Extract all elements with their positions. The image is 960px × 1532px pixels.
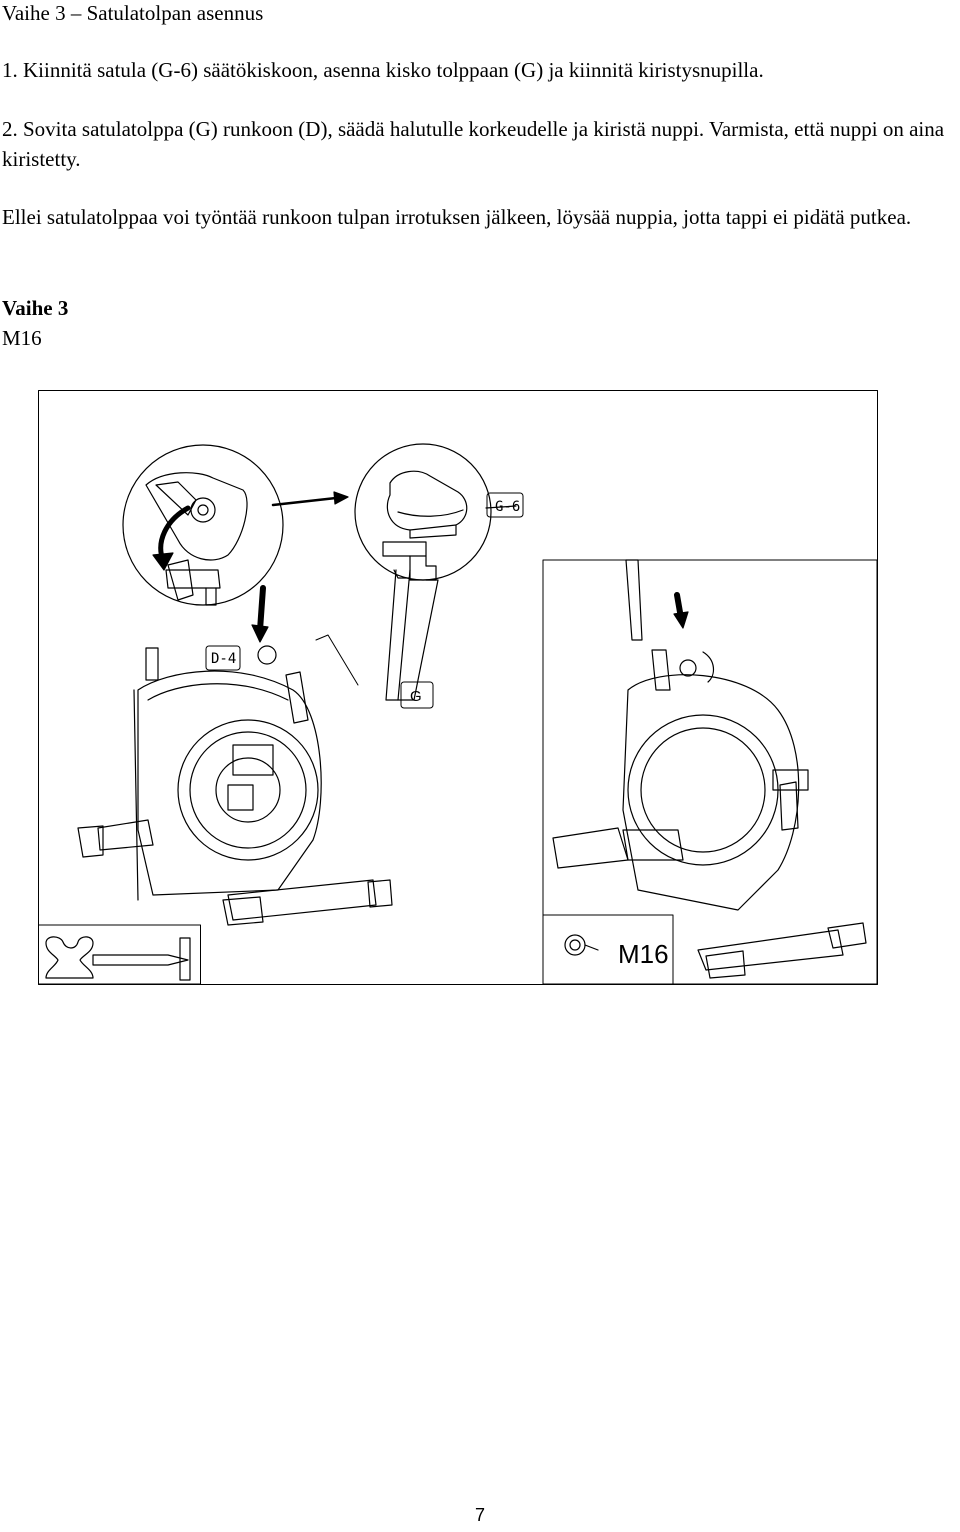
instruction-step-1: 1. Kiinnitä satula (G-6) säätökiskoon, a… — [2, 58, 764, 82]
saddle-underside-detail — [122, 444, 284, 606]
label-frame: D-4 — [211, 651, 236, 667]
label-frame-box — [205, 645, 241, 671]
instruction-note: Ellei satulatolppaa voi työntää runkoon … — [2, 205, 912, 229]
bike-exploded-view — [77, 585, 393, 926]
label-saddle-box — [486, 492, 524, 518]
assembly-figure: G-6 D-4 G M16 — [38, 390, 878, 985]
label-knob-size: M16 — [618, 939, 669, 969]
instruction-step-2: 2. Sovita satulatolppa (G) runkoon (D), … — [2, 117, 945, 171]
allen-key-tool — [45, 936, 191, 981]
page-number: 7 — [474, 1505, 485, 1525]
label-saddle: G-6 — [495, 499, 520, 515]
figure-step-title: Vaihe 3 — [2, 296, 69, 320]
page-heading: Vaihe 3 – Satulatolpan asennus — [2, 1, 264, 25]
label-post: G — [410, 688, 422, 705]
bike-assembled-view — [552, 559, 867, 979]
label-post-box — [400, 681, 434, 709]
knob-detail — [564, 934, 599, 956]
saddle-top-detail — [354, 443, 492, 581]
figure-bolt-size: M16 — [2, 326, 42, 350]
